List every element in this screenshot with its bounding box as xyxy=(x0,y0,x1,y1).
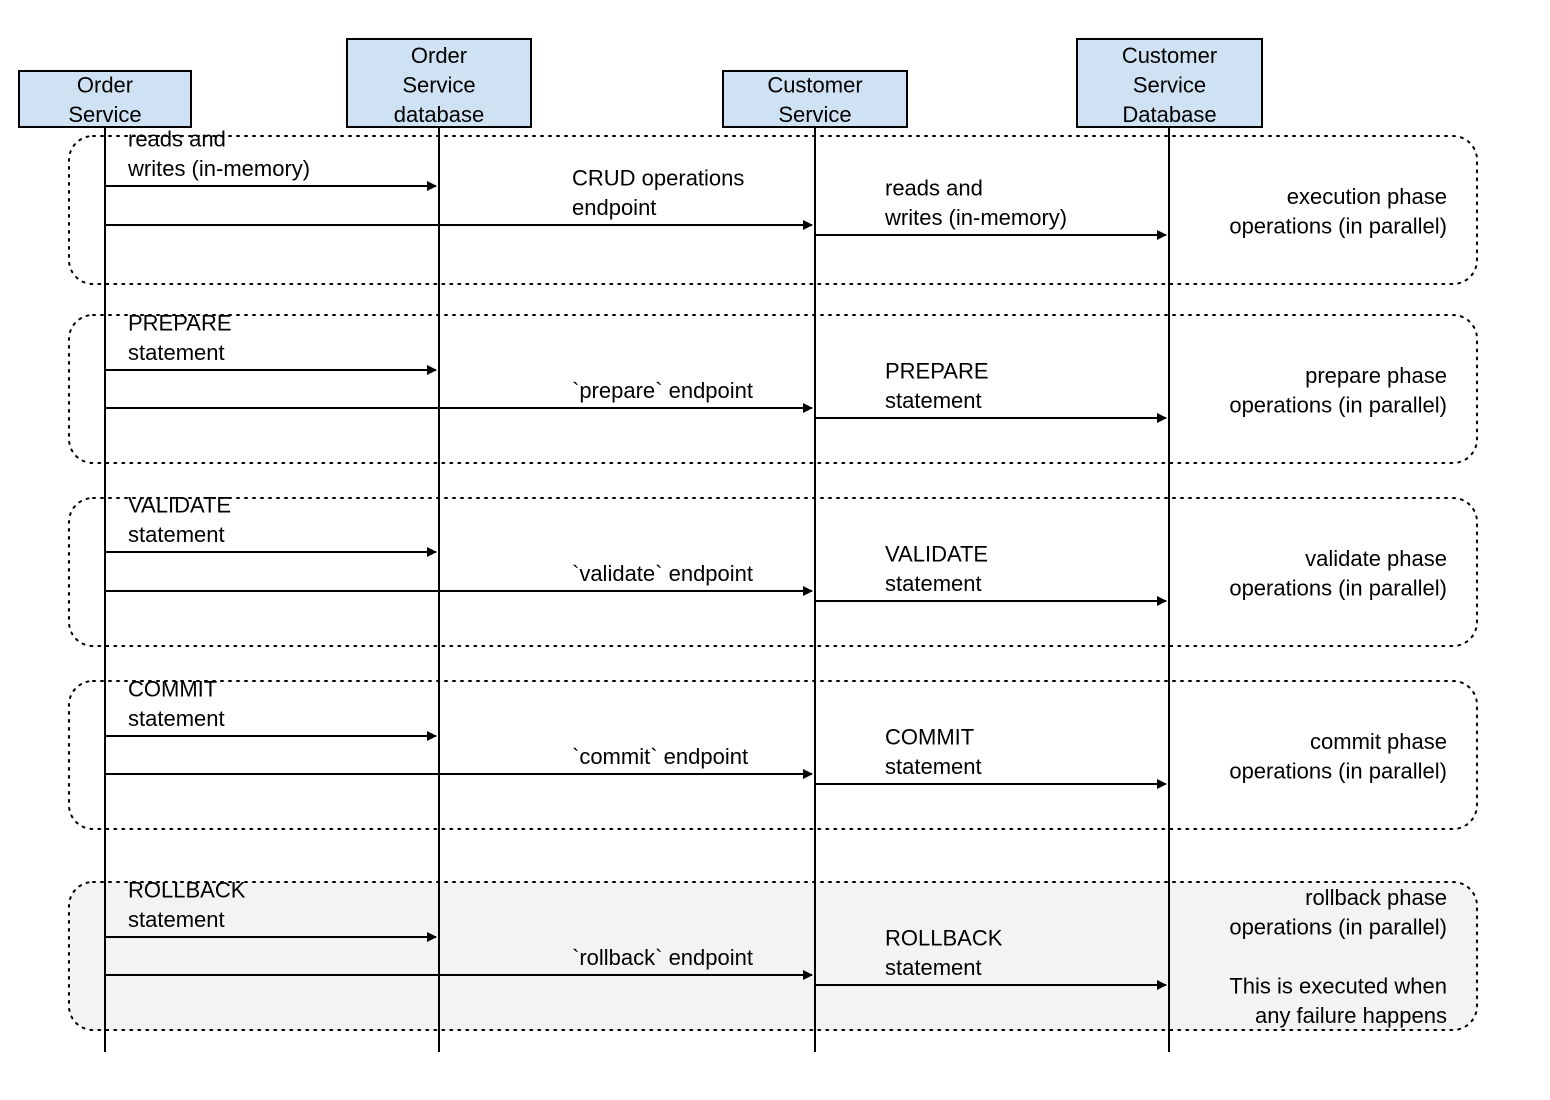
actor-box-order-service-database xyxy=(346,38,532,128)
message-label-rollback-0-line: ROLLBACK xyxy=(128,878,246,903)
phase-label-commit: commit phase operations (in parallel) xyxy=(1229,729,1447,784)
phase-label-line: operations (in parallel) xyxy=(1229,915,1447,940)
message-label-validate-2-line: statement xyxy=(885,571,982,596)
phase-label-rollback: rollback phase operations (in parallel) Th… xyxy=(1229,885,1447,1028)
actor-label-order-service-line: Order xyxy=(77,73,133,98)
message-label-execution-1-line: CRUD operations xyxy=(572,166,744,191)
message-label-rollback-1: `rollback` endpoint xyxy=(572,945,753,970)
message-label-prepare-0: PREPARE statement xyxy=(128,311,232,366)
message-label-prepare-0-line: PREPARE xyxy=(128,311,232,336)
message-label-rollback-0: ROLLBACK statement xyxy=(128,878,246,933)
phase-label-prepare: prepare phase operations (in parallel) xyxy=(1229,363,1447,418)
message-label-rollback-2-line: statement xyxy=(885,955,982,980)
message-label-validate-1: `validate` endpoint xyxy=(572,561,753,586)
message-label-commit-0-line: COMMIT xyxy=(128,677,217,702)
message-label-execution-0: reads and writes (in-memory) xyxy=(127,127,310,182)
message-label-prepare-2-line: statement xyxy=(885,388,982,413)
phase-box-rollback xyxy=(68,881,1478,1031)
phase-label-line: operations (in parallel) xyxy=(1229,393,1447,418)
actor-label-customer-service-line: Customer xyxy=(767,73,862,98)
message-label-execution-1: CRUD operations endpoint xyxy=(572,166,744,221)
message-label-commit-1-line: `commit` endpoint xyxy=(572,744,748,769)
message-label-execution-0-line: writes (in-memory) xyxy=(127,156,310,181)
message-label-execution-2: reads and writes (in-memory) xyxy=(884,176,1067,231)
phase-box-validate xyxy=(68,497,1478,647)
message-label-commit-2-line: COMMIT xyxy=(885,725,974,750)
phase-label-line: validate phase xyxy=(1305,546,1447,571)
actor-box-order-service xyxy=(18,70,192,128)
phase-box-execution xyxy=(68,135,1478,285)
phase-label-validate: validate phase operations (in parallel) xyxy=(1229,546,1447,601)
message-label-validate-2: VALIDATE statement xyxy=(885,542,988,597)
message-label-rollback-1-line: `rollback` endpoint xyxy=(572,945,753,970)
phase-label-line: execution phase xyxy=(1287,184,1447,209)
phase-label-line: any failure happens xyxy=(1255,1003,1447,1028)
message-label-execution-1-line: endpoint xyxy=(572,195,656,220)
message-label-validate-0-line: VALIDATE xyxy=(128,493,231,518)
message-label-rollback-0-line: statement xyxy=(128,907,225,932)
message-label-commit-2-line: statement xyxy=(885,754,982,779)
message-label-rollback-2: ROLLBACK statement xyxy=(885,926,1003,981)
message-label-execution-2-line: reads and xyxy=(885,176,983,201)
phase-label-line: This is executed when xyxy=(1229,974,1447,999)
phase-label-execution: execution phase operations (in parallel) xyxy=(1229,184,1447,239)
actor-label-customer-service-line: Service xyxy=(778,102,851,127)
actor-label-customer-service-database-line: Customer xyxy=(1122,43,1217,68)
actor-label-order-service-database-line: Service xyxy=(402,73,475,98)
phase-label-line: operations (in parallel) xyxy=(1229,576,1447,601)
actor-box-customer-service xyxy=(722,70,908,128)
message-label-validate-1-line: `validate` endpoint xyxy=(572,561,753,586)
message-label-rollback-2-line: ROLLBACK xyxy=(885,926,1003,951)
message-label-prepare-1: `prepare` endpoint xyxy=(572,378,753,403)
message-label-commit-0: COMMIT statement xyxy=(128,677,225,732)
message-label-prepare-0-line: statement xyxy=(128,340,225,365)
actor-box-customer-service-database xyxy=(1076,38,1263,128)
message-label-commit-0-line: statement xyxy=(128,706,225,731)
actor-label-order-service-database-line: database xyxy=(394,102,485,127)
message-label-prepare-1-line: `prepare` endpoint xyxy=(572,378,753,403)
message-label-validate-0: VALIDATE statement xyxy=(128,493,231,548)
message-label-prepare-2-line: PREPARE xyxy=(885,359,989,384)
actor-label-customer-service-database-line: Database xyxy=(1122,102,1216,127)
actor-label-order-service-line: Service xyxy=(68,102,141,127)
phase-label-line: commit phase xyxy=(1310,729,1447,754)
message-label-execution-2-line: writes (in-memory) xyxy=(884,205,1067,230)
message-label-validate-2-line: VALIDATE xyxy=(885,542,988,567)
phase-label-line: prepare phase xyxy=(1305,363,1447,388)
phase-box-commit xyxy=(68,680,1478,830)
phase-label-line: operations (in parallel) xyxy=(1229,759,1447,784)
phase-box-prepare xyxy=(68,314,1478,464)
message-label-commit-1: `commit` endpoint xyxy=(572,744,748,769)
message-label-validate-0-line: statement xyxy=(128,522,225,547)
message-label-execution-0-line: reads and xyxy=(128,127,226,152)
message-label-prepare-2: PREPARE statement xyxy=(885,359,989,414)
actor-label-customer-service-database-line: Service xyxy=(1133,73,1206,98)
phase-label-line: rollback phase xyxy=(1305,885,1447,910)
actor-label-order-service-database-line: Order xyxy=(411,43,467,68)
message-label-commit-2: COMMIT statement xyxy=(885,725,982,780)
phase-label-line: operations (in parallel) xyxy=(1229,214,1447,239)
